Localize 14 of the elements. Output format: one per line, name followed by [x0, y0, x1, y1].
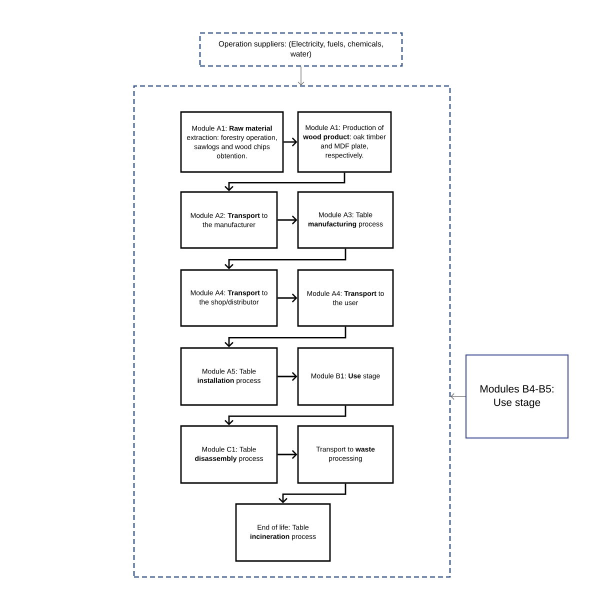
arrow [298, 66, 304, 86]
arrow [224, 406, 346, 426]
arrow [284, 138, 298, 146]
arrow [224, 248, 346, 270]
arrow [278, 294, 298, 302]
arrow [224, 326, 346, 348]
arrow [278, 216, 298, 224]
boundary-box [133, 85, 451, 578]
arrow [224, 172, 346, 192]
arrow [278, 372, 298, 381]
arrow [450, 393, 466, 400]
arrow [278, 484, 346, 504]
arrow [278, 450, 298, 459]
stage-box: Modules B4-B5: Use stage [466, 354, 568, 438]
